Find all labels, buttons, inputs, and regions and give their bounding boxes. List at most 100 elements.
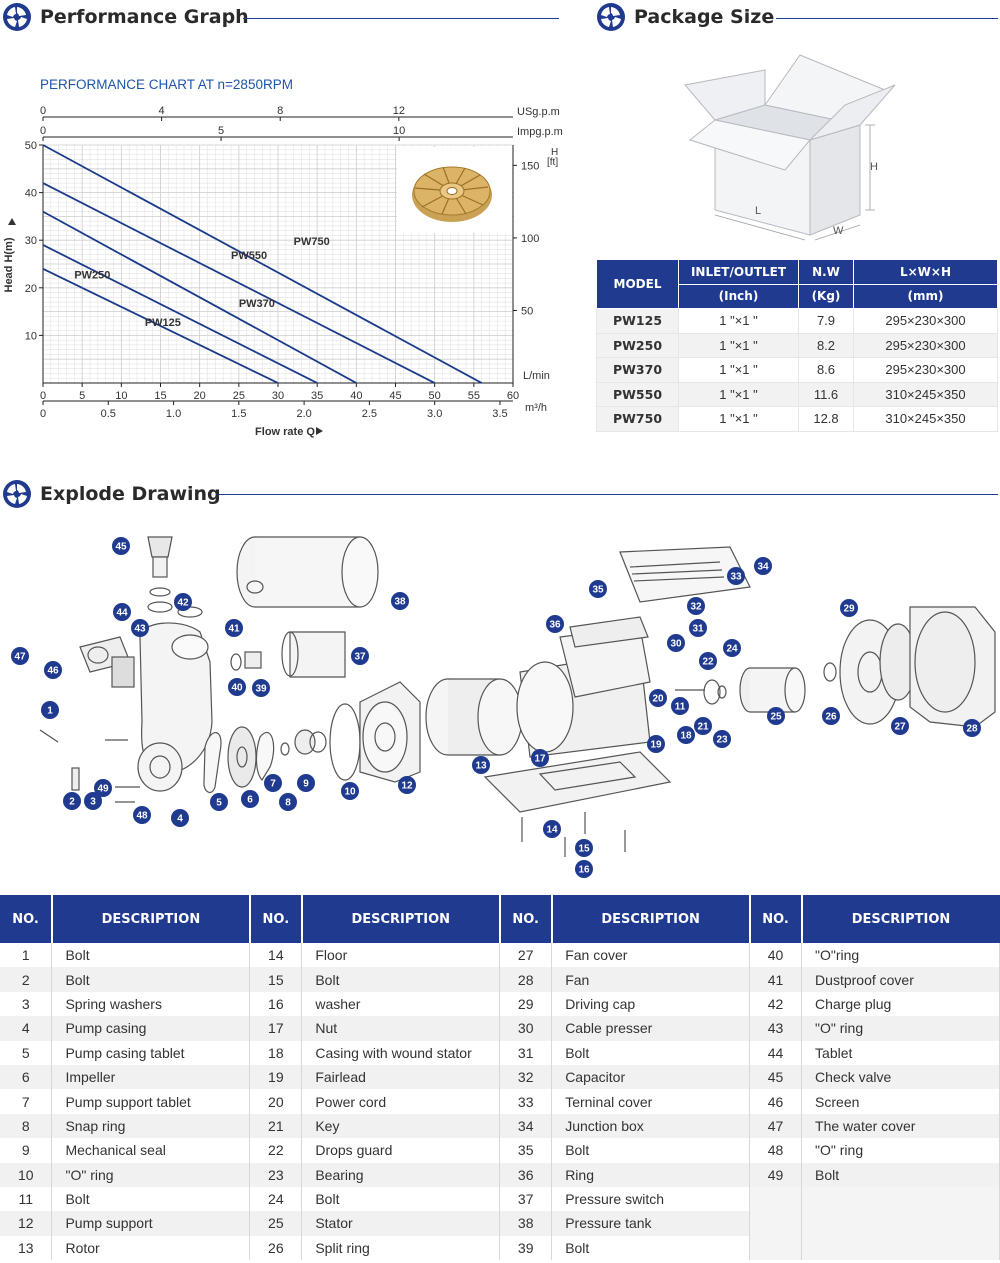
callout-number: 25 [770,712,782,723]
callout-number: 35 [592,585,604,596]
part-number-cell: 45 [749,1064,803,1090]
explode-section-header: Explode Drawing [2,479,221,509]
callout-number: 26 [825,712,837,723]
x-tick-label: 0 [40,390,46,402]
part-description-cell: Bolt [801,1162,1000,1187]
callout-number: 40 [231,683,243,694]
x-tick-label: 45 [389,390,401,402]
x-tick-label: 40 [350,390,362,402]
x-unit-label: L/min [523,370,550,382]
series-line-pw250 [42,244,318,384]
part-description-cell: Bolt [51,967,251,992]
part-description-cell: Bolt [51,1186,251,1212]
impeller-logo-icon [597,3,625,31]
part-description-cell: Floor [301,943,501,968]
part-number-cell: 3 [0,991,53,1017]
callout-number: 42 [177,598,189,609]
section-divider [218,494,998,495]
callout-number: 46 [47,666,59,677]
callout-9: 9 [297,774,315,792]
callout-number: 22 [702,657,714,668]
part-description-cell: Nut [301,1016,501,1041]
part-description-cell: Terninal cover [551,1089,751,1114]
callout-number: 17 [534,754,546,765]
x-tick-label: 55 [468,390,480,402]
part-description-cell: Charge plug [801,991,1000,1017]
part-number-cell: 17 [249,1016,303,1041]
callout-number: 32 [690,602,702,613]
usgpm-tick-label: 8 [277,105,283,117]
part-number-cell: 12 [0,1211,53,1236]
explode-section-title: Explode Drawing [40,483,221,505]
callout-number: 49 [97,784,109,795]
x-tick-label: 30 [272,390,284,402]
part-description-cell: Fan [551,967,751,992]
part-number-cell: 20 [249,1089,303,1114]
callout-number: 45 [115,542,127,553]
part-description-cell: Screen [801,1089,1000,1114]
callout-27: 27 [891,717,909,735]
part-description-cell: Fan cover [551,943,751,968]
part-number-cell [749,1235,803,1261]
x-tick-label: 35 [311,390,323,402]
m3h-tick-label: 0 [40,408,46,420]
m3h-tick-label: 3.0 [427,408,442,420]
callout-24: 24 [723,639,741,657]
part-number-cell: 36 [499,1162,553,1187]
y-tick-label: 30 [25,235,37,247]
section-divider [243,18,559,19]
callout-1: 1 [41,701,59,719]
callout-34: 34 [754,557,772,575]
nw-cell: 8.2 [798,332,854,358]
table-row: PW550 1 "×1 " 11.6 310×245×350 [596,381,998,407]
callout-number: 2 [69,797,75,808]
part-number-cell: 21 [249,1113,303,1139]
model-cell: PW550 [596,381,679,407]
model-cell: PW250 [596,332,679,358]
part-number-cell: 22 [249,1138,303,1163]
description-header: DESCRIPTION [801,895,1000,943]
part-description-cell: Capacitor [551,1064,751,1090]
nw-cell: 11.6 [798,381,854,407]
x-tick-label: 25 [233,390,245,402]
callout-11: 11 [671,697,689,715]
callout-8: 8 [279,793,297,811]
description-header: DESCRIPTION [301,895,501,943]
part-number-cell: 25 [249,1211,303,1236]
part-description-cell: Fairlead [301,1064,501,1090]
part-number-cell: 37 [499,1186,553,1212]
part-description-cell: Cable presser [551,1016,751,1041]
x-tick-label: 15 [154,390,166,402]
callout-38: 38 [391,592,409,610]
usgpm-tick-label: 0 [40,105,46,117]
callout-number: 44 [116,608,128,619]
part-description-cell: "O" ring [51,1162,251,1187]
y-tick-label: 40 [25,188,37,200]
part-number-cell: 47 [749,1113,803,1139]
callout-number: 15 [578,844,590,855]
callout-number: 11 [675,702,686,713]
package-size-table: MODEL INLET/OUTLET N.W L×W×H (Inch) (Kg)… [596,259,998,432]
impeller-logo-icon [3,3,31,31]
part-number-cell: 26 [249,1235,303,1261]
callout-number: 5 [216,798,222,809]
callout-22: 22 [699,652,717,670]
x-axis-title: Flow rate Q [255,426,315,438]
part-number-cell: 41 [749,967,803,992]
callout-number: 19 [650,740,662,751]
part-description-cell: washer [301,991,501,1017]
callout-number: 41 [228,624,240,635]
table-row: PW250 1 "×1 " 8.2 295×230×300 [596,332,998,358]
inlet-unit-header: (Inch) [678,283,799,309]
part-description-cell: Bolt [551,1138,751,1163]
part-number-cell: 5 [0,1040,53,1065]
callout-number: 47 [14,652,26,663]
dims-cell: 295×230×300 [853,308,998,334]
pump-parts-illustration [39,536,996,857]
dims-cell: 295×230×300 [853,357,998,383]
m3h-tick-label: 1.5 [231,408,246,420]
